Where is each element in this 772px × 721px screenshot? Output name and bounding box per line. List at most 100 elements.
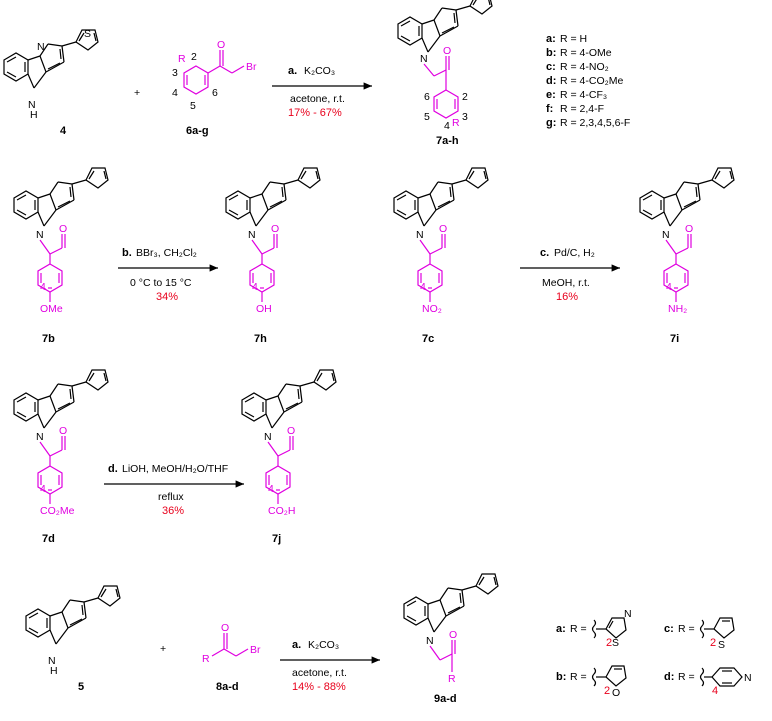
compound-7c: N O 4 NO₂ 7c bbox=[393, 167, 489, 345]
n-label: N bbox=[662, 229, 670, 241]
oxygen-label: O bbox=[271, 223, 279, 235]
pos-6: 6 bbox=[212, 87, 218, 99]
product-label: 7a-h bbox=[436, 135, 459, 147]
r-label: R bbox=[178, 53, 186, 65]
h-label: H bbox=[50, 665, 58, 677]
bbr3: BBr₃, CH₂Cl₂ bbox=[136, 247, 197, 259]
reagent-8ad: O R Br 8a-d bbox=[202, 622, 261, 693]
step-a: a. bbox=[288, 65, 297, 77]
n-label: N bbox=[416, 229, 424, 241]
n-label: N bbox=[248, 229, 256, 241]
pos-5: 5 bbox=[190, 100, 196, 112]
sub-val-c: R = 4-NO₂ bbox=[560, 61, 609, 73]
substituent-list: a: R = H b: R = 4-OMe c: R = 4-NO₂ d: R … bbox=[546, 33, 630, 129]
h-label: H bbox=[30, 109, 38, 121]
compound-label: 7i bbox=[670, 333, 679, 345]
n-label: N bbox=[37, 41, 45, 53]
pos-2: 2 bbox=[462, 91, 468, 103]
hetero-b: b: R = O 2 bbox=[556, 665, 627, 699]
pos-label: 4 bbox=[40, 281, 46, 293]
o-atom: O bbox=[612, 687, 620, 699]
compound-label: 7d bbox=[42, 533, 55, 545]
n-label: N bbox=[36, 431, 44, 443]
substituent: CO₂H bbox=[268, 505, 295, 517]
arrow-a-1: a. K₂CO₃ acetone, r.t. 17% - 67% bbox=[272, 65, 372, 119]
compound-label: 7j bbox=[272, 533, 281, 545]
plus-sign: + bbox=[134, 87, 140, 99]
substituent: CO₂Me bbox=[40, 505, 75, 517]
pos-3: 3 bbox=[462, 111, 468, 123]
n-atom: N bbox=[624, 608, 632, 620]
pos-label: 4 bbox=[40, 483, 46, 495]
substituent: NO₂ bbox=[422, 303, 442, 315]
sub-key-f: f: bbox=[546, 103, 553, 115]
product-7ah: N O 2 3 4 5 6 R 7a-h bbox=[397, 0, 493, 147]
pos-4: 4 bbox=[172, 87, 178, 99]
step-a: a. bbox=[292, 639, 301, 651]
s-atom: S bbox=[718, 639, 725, 651]
product-label: 9a-d bbox=[434, 693, 457, 705]
hetero-val-d: R = bbox=[678, 671, 695, 683]
core-n-labels: N S bbox=[37, 28, 91, 53]
compound-5: N H 5 bbox=[25, 585, 121, 693]
n-label: N bbox=[28, 99, 36, 111]
substituent: NH₂ bbox=[668, 303, 687, 315]
oxygen-label: O bbox=[685, 223, 693, 235]
yield-c: 16% bbox=[556, 291, 578, 303]
hetero-key-c: c: bbox=[664, 623, 674, 635]
oxygen-label: O bbox=[443, 45, 451, 57]
pos-2: 2 bbox=[191, 51, 197, 63]
hetero-key-d: d: bbox=[664, 671, 674, 683]
sub-key-d: d: bbox=[546, 75, 556, 87]
oxygen-label: O bbox=[221, 622, 229, 634]
sub-val-a: R = H bbox=[560, 33, 587, 45]
pos-label: 2 bbox=[604, 685, 610, 697]
oxygen-label: O bbox=[439, 223, 447, 235]
arrow-b: b. BBr₃, CH₂Cl₂ 0 °C to 15 °C 34% bbox=[118, 247, 218, 303]
oxygen-label: O bbox=[59, 425, 67, 437]
compound-label: 7h bbox=[254, 333, 267, 345]
step-d: d. bbox=[108, 463, 118, 475]
compound-4-label: 4 bbox=[60, 125, 67, 137]
arrow-c: c. Pd/C, H₂ MeOH, r.t. 16% bbox=[520, 247, 620, 303]
sub-key-c: c: bbox=[546, 61, 556, 73]
oxygen-label: O bbox=[287, 425, 295, 437]
yield-d: 36% bbox=[162, 505, 184, 517]
pos-label: 2 bbox=[606, 637, 612, 649]
pos-5: 5 bbox=[424, 111, 430, 123]
pos-label: 4 bbox=[666, 281, 672, 293]
sub-val-b: R = 4-OMe bbox=[560, 47, 612, 59]
product-9ad: N O R 9a-d bbox=[403, 573, 499, 705]
compound-7d: N O 4 CO₂Me 7d bbox=[13, 369, 109, 545]
hetero-val-b: R = bbox=[570, 671, 587, 683]
reagent-label: 8a-d bbox=[216, 681, 239, 693]
hetero-a: a: R = N S 2 bbox=[556, 608, 632, 649]
hetero-key-a: a: bbox=[556, 623, 566, 635]
step-b: b. bbox=[122, 247, 132, 259]
pos-3: 3 bbox=[172, 67, 178, 79]
pos-label: 4 bbox=[420, 281, 426, 293]
compound-label: 7b bbox=[42, 333, 55, 345]
n-atom: N bbox=[744, 672, 752, 684]
arrow-a-2: a. K₂CO₃ acetone, r.t. 14% - 88% bbox=[280, 639, 380, 693]
sub-val-g: R = 2,3,4,5,6-F bbox=[560, 117, 630, 129]
compound-4: N H 4 bbox=[3, 29, 99, 137]
pos-6: 6 bbox=[424, 91, 430, 103]
compound-7h: N O 4 OH 7h bbox=[225, 167, 321, 345]
pos-4: 4 bbox=[444, 120, 450, 132]
compound-7i: N O 4 NH₂ 7i bbox=[639, 167, 735, 345]
step-c: c. bbox=[540, 247, 549, 259]
compound-7b: N O 4 OMe 7b bbox=[13, 167, 109, 345]
hetero-c: c: R = S 2 bbox=[664, 617, 735, 651]
s-atom: S bbox=[612, 637, 619, 649]
hetero-val-a: R = bbox=[570, 623, 587, 635]
meoh: MeOH, r.t. bbox=[542, 277, 590, 289]
bromo-label: Br bbox=[246, 61, 257, 73]
arrow-d: d. LiOH, MeOH/H₂O/THF reflux 36% bbox=[104, 463, 244, 517]
acetone: acetone, r.t. bbox=[290, 93, 345, 105]
yield-b: 34% bbox=[156, 291, 178, 303]
pos-label: 2 bbox=[710, 637, 716, 649]
compound-label: 7c bbox=[422, 333, 434, 345]
n-label: N bbox=[420, 53, 428, 65]
acetone: acetone, r.t. bbox=[292, 667, 347, 679]
